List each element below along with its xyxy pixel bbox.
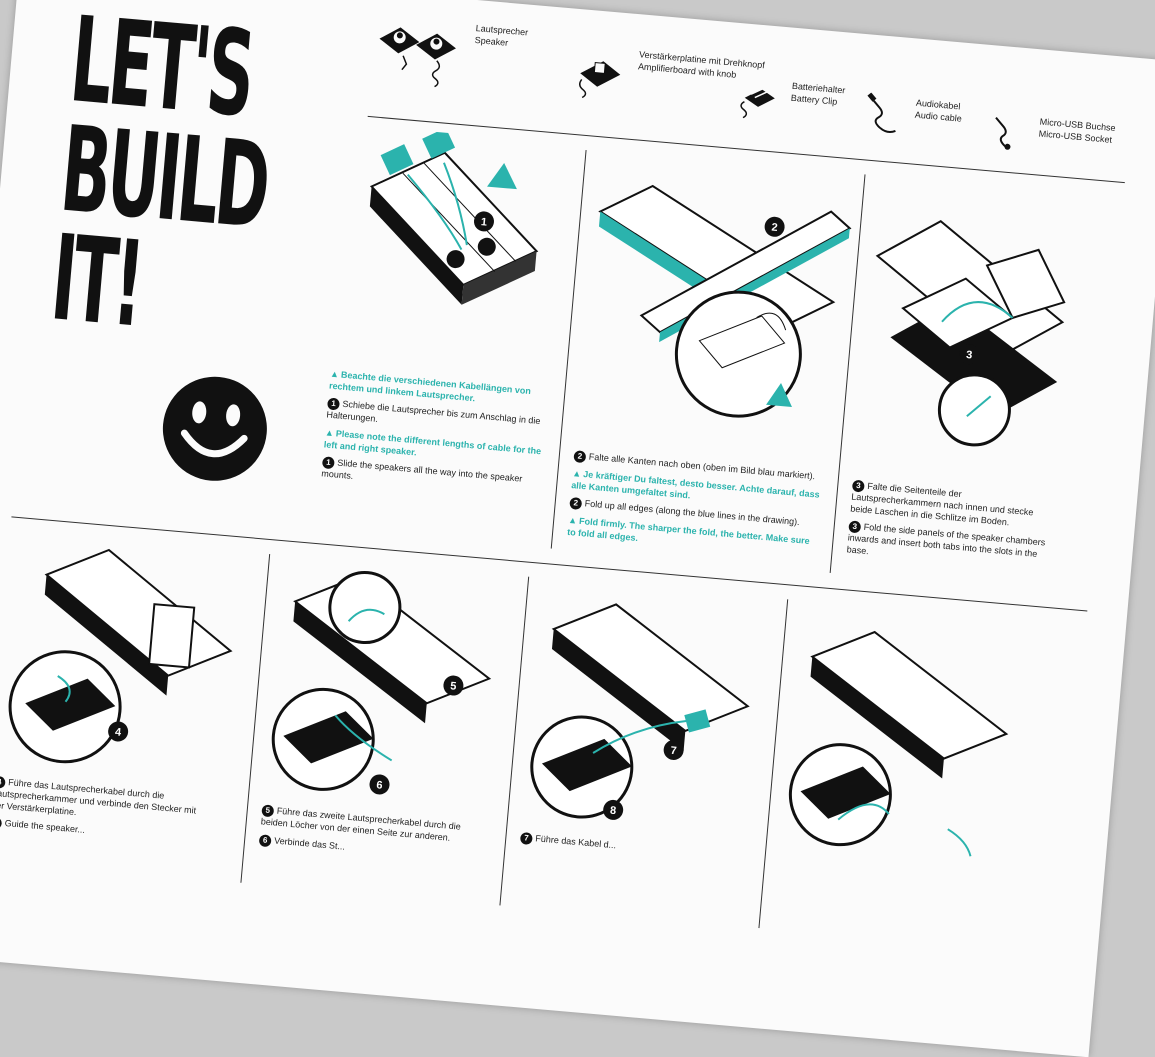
warning-text-de: Beachte die verschiedenen Kabellängen vo… [329,370,532,403]
speaker-icon [371,13,467,91]
step-text-en: Guide the speaker... [4,818,85,835]
step-number: 7 [520,832,533,845]
micro-usb-icon [987,111,1030,154]
audio-cable-icon [863,92,907,140]
warning-icon: ▲ [568,515,578,526]
step-callout: 1 [480,216,487,228]
step-number: 4 [0,776,6,789]
step-number: 6 [259,834,272,847]
warning-icon: ▲ [330,369,340,380]
step-1-illustration: 1 [337,125,566,372]
step-text-de: Falte die Seitenteile der Lautsprecherka… [850,481,1034,527]
step-9-illustration [775,615,1035,875]
smiley-icon [155,369,274,488]
step-7-illustration: 7 8 [516,587,776,847]
step-number: 3 [852,480,865,493]
amplifier-board-icon [570,43,630,103]
step-callout: 7 [670,745,677,757]
step-number: 2 [569,497,582,510]
step-5-illustration: 5 6 [258,560,518,820]
step-number: 2 [573,450,586,463]
warning-icon: ▲ [572,468,582,479]
page-title: LET'S BUILD IT! [48,5,225,346]
battery-clip-icon [729,75,783,124]
step-callout: 6 [376,779,383,791]
step-2-illustration: 2 [571,151,864,453]
step-callout: 8 [610,805,617,817]
warning-icon: ▲ [325,427,335,438]
step-number: 5 [261,804,274,817]
step-text-de: Verbinde das St... [274,835,346,851]
step-number: 3 [848,521,861,534]
step-callout: 5 [450,680,457,692]
step-4-illustration: 4 [0,531,259,792]
step-text-de: Führe das Kabel d... [535,833,617,850]
step-number: 1 [327,398,340,411]
step-1-text: ▲Beachte die verschiedenen Kabellängen v… [320,369,549,506]
step-3-illustration: 3 [850,185,1093,473]
step-callout: 2 [771,222,778,234]
step-4-text: 4Führe das Lautsprecherkabel durch die L… [0,776,213,854]
step-callout: 3 [966,349,973,361]
step-number: 4 [0,817,2,830]
step-number: 1 [322,457,335,470]
